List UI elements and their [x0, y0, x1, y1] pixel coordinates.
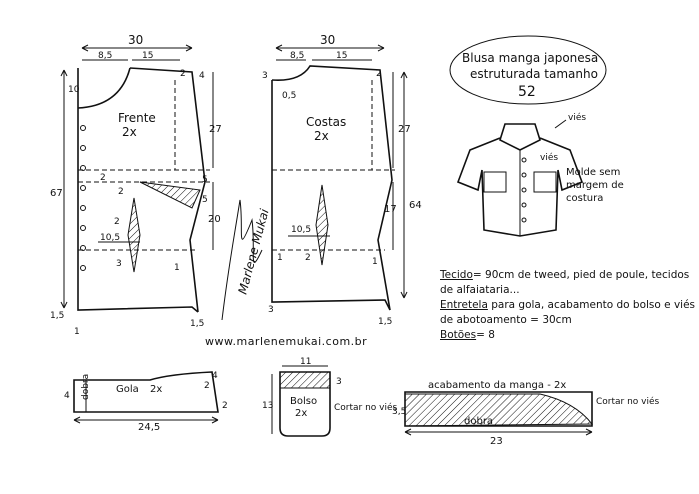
front-height-dim: 67 — [50, 188, 63, 199]
svg-text:2: 2 — [305, 253, 311, 263]
pocket-pattern-piece — [271, 365, 331, 437]
svg-text:10,5: 10,5 — [291, 225, 311, 235]
title-size: 52 — [518, 84, 536, 100]
front-waist-dim: 10,5 — [100, 233, 120, 243]
back-label: Costas — [306, 115, 346, 129]
pocket-count: 2x — [295, 408, 307, 419]
collar-count: 2x — [150, 384, 162, 395]
back-width-dim: 30 — [320, 33, 335, 47]
svg-text:11: 11 — [300, 357, 311, 367]
front-outline-left-bottom — [77, 68, 199, 313]
back-count: 2x — [314, 129, 329, 143]
blouse-right-pocket — [533, 171, 557, 193]
back-pattern-piece — [271, 44, 408, 311]
materials-notes: Tecido= 90cm de tweed, pied de poule, te… — [440, 268, 696, 343]
tecido-text: = 90cm de tweed, pied de poule, tecidos … — [440, 269, 690, 296]
front-shoulder-dim: 15 — [142, 51, 153, 61]
svg-text:1,5: 1,5 — [190, 319, 204, 329]
svg-text:8,5: 8,5 — [290, 51, 304, 61]
svg-text:3: 3 — [262, 71, 268, 81]
back-height-dim: 64 — [409, 200, 422, 211]
pocket-cut-note: Cortar no viés — [334, 402, 398, 413]
vies-label-top: viés — [568, 112, 586, 123]
tecido-label: Tecido — [440, 269, 473, 281]
pocket-outline — [279, 371, 331, 437]
botoes-label: Botões — [440, 329, 477, 341]
svg-text:3,5: 3,5 — [392, 407, 406, 417]
svg-text:15: 15 — [336, 51, 347, 61]
svg-text:2: 2 — [118, 187, 124, 197]
collar-pattern-piece — [73, 371, 219, 424]
svg-text:2: 2 — [100, 173, 106, 183]
sleeve-finish-fold: dobra — [464, 416, 493, 427]
svg-text:1: 1 — [174, 263, 180, 273]
back-neck-side — [271, 65, 393, 311]
blouse-left-pocket — [483, 171, 507, 193]
no-seam-allowance-note: Molde sem margem de costura — [566, 167, 624, 204]
website-url: www.marlenemukai.com.br — [205, 335, 368, 348]
pocket-label: Bolso — [290, 396, 317, 407]
blouse-illustration — [456, 119, 584, 237]
botoes-text: = 8 — [476, 329, 495, 341]
svg-text:2: 2 — [204, 381, 210, 391]
collar-fold: dobra — [81, 374, 91, 400]
svg-text:1,5: 1,5 — [50, 311, 64, 321]
svg-text:3: 3 — [116, 259, 122, 269]
sleeve-finish-pattern-piece — [404, 391, 594, 436]
front-neck-depth-dim: 10 — [68, 85, 80, 95]
collar-width-dim: 24,5 — [138, 422, 160, 433]
svg-text:2: 2 — [376, 69, 382, 79]
svg-text:2: 2 — [222, 401, 228, 411]
front-neck-dim: 8,5 — [98, 51, 112, 61]
front-label: Frente — [118, 111, 156, 125]
front-upper-dim: 27 — [209, 124, 222, 135]
svg-text:0,5: 0,5 — [282, 91, 296, 101]
front-bust-dart — [139, 181, 201, 209]
front-waist-dart — [127, 197, 141, 273]
svg-text:5: 5 — [202, 195, 208, 205]
front-side-seam — [129, 67, 206, 313]
svg-text:1: 1 — [277, 253, 283, 263]
title-oval — [449, 35, 607, 105]
pocket-flap — [279, 371, 331, 389]
front-pattern-piece — [60, 44, 214, 313]
front-neckline — [77, 67, 131, 109]
title-line2: estruturada tamanho — [470, 67, 598, 81]
collar-outline — [73, 371, 219, 413]
entretela-text: para gola, acabamento do bolso e viés de… — [440, 299, 696, 326]
svg-text:4: 4 — [212, 371, 218, 381]
vies-label-front: viés — [540, 152, 558, 163]
front-mid-dim: 20 — [208, 214, 221, 225]
svg-text:2: 2 — [114, 217, 120, 227]
back-outline-left-bottom — [271, 80, 391, 311]
back-waist-dart — [315, 184, 329, 266]
front-buttons — [80, 125, 86, 271]
sleeve-finish-width-dim: 23 — [490, 436, 503, 447]
back-upper-dim: 27 — [398, 124, 411, 135]
svg-text:5: 5 — [202, 175, 208, 185]
front-count: 2x — [122, 125, 137, 139]
svg-text:3: 3 — [268, 305, 274, 315]
svg-text:4: 4 — [64, 391, 70, 401]
svg-text:1: 1 — [74, 327, 80, 337]
signature-scribble — [221, 199, 263, 321]
svg-text:1,5: 1,5 — [378, 317, 392, 327]
sleeve-finish-cut-note: Cortar no viés — [596, 396, 660, 407]
title-line1: Blusa manga japonesa — [462, 51, 598, 65]
blouse-collar — [499, 123, 541, 151]
front-width-dim: 30 — [128, 33, 143, 47]
svg-text:3: 3 — [336, 377, 342, 387]
back-mid-dim: 17 — [384, 204, 397, 215]
svg-text:1: 1 — [372, 257, 378, 267]
svg-text:4: 4 — [199, 71, 205, 81]
collar-label: Gola — [116, 384, 139, 395]
sleeve-finish-label: acabamento da manga - 2x — [428, 380, 566, 391]
svg-text:13: 13 — [262, 401, 273, 411]
entretela-label: Entretela — [440, 299, 488, 311]
svg-text:2: 2 — [180, 69, 186, 79]
